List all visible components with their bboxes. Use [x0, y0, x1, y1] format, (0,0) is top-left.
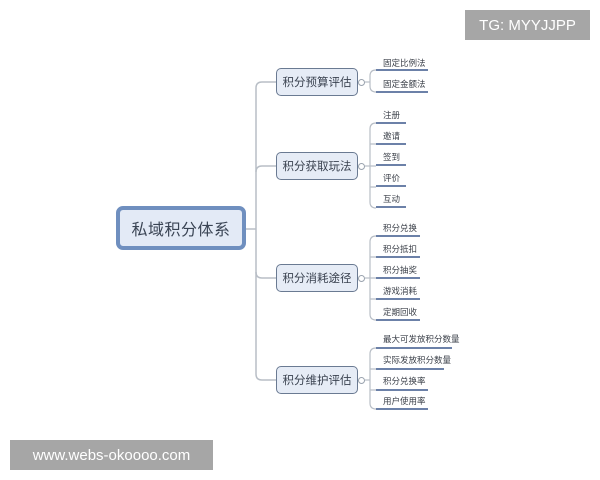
leaf-label: 积分抽奖 — [383, 266, 418, 276]
leaf-underline — [376, 91, 428, 93]
leaf-underline — [376, 69, 428, 71]
branch-node-earn[interactable]: 积分获取玩法 — [276, 152, 358, 180]
leaf-underline — [376, 298, 420, 300]
collapse-toggle-icon[interactable] — [358, 162, 365, 170]
leaf-label: 注册 — [383, 111, 401, 121]
leaf-label: 固定比例法 — [383, 59, 426, 69]
branch-node-consume[interactable]: 积分消耗途径 — [276, 264, 358, 292]
branch-label: 积分消耗途径 — [282, 271, 352, 285]
root-label: 私域积分体系 — [131, 220, 231, 239]
leaf-underline — [376, 389, 428, 391]
leaf-label: 用户使用率 — [383, 397, 426, 407]
branch-label: 积分获取玩法 — [282, 159, 352, 173]
collapse-toggle-icon[interactable] — [358, 78, 365, 86]
leaf-label: 评价 — [383, 174, 401, 184]
watermark-bottom-left: www.webs-okoooo.com — [10, 440, 213, 470]
leaf-label: 游戏消耗 — [383, 287, 418, 297]
leaf-label: 积分兑换率 — [383, 377, 426, 387]
branch-node-maintain[interactable]: 积分维护评估 — [276, 366, 358, 394]
branch-label: 积分预算评估 — [282, 75, 352, 89]
leaf-underline — [376, 347, 452, 349]
leaf-label: 固定金额法 — [383, 80, 426, 90]
leaf-label: 最大可发放积分数量 — [383, 335, 460, 345]
leaf-underline — [376, 185, 406, 187]
leaf-label: 邀请 — [383, 132, 401, 142]
leaf-underline — [376, 408, 428, 410]
collapse-toggle-icon[interactable] — [358, 376, 365, 384]
leaf-underline — [376, 368, 444, 370]
leaf-label: 实际发放积分数量 — [383, 356, 452, 366]
collapse-toggle-icon[interactable] — [358, 274, 365, 282]
leaf-label: 定期回收 — [383, 308, 418, 318]
leaf-label: 互动 — [383, 195, 401, 205]
branch-label: 积分维护评估 — [282, 373, 352, 387]
watermark-top-right: TG: MYYJJPP — [465, 10, 590, 40]
leaf-label: 积分兑换 — [383, 224, 418, 234]
leaf-underline — [376, 256, 420, 258]
leaf-label: 积分抵扣 — [383, 245, 418, 255]
root-node[interactable]: 私域积分体系 — [116, 206, 246, 250]
leaf-underline — [376, 277, 420, 279]
leaf-underline — [376, 235, 420, 237]
leaf-underline — [376, 319, 420, 321]
leaf-underline — [376, 122, 406, 124]
branch-node-budget[interactable]: 积分预算评估 — [276, 68, 358, 96]
leaf-underline — [376, 206, 406, 208]
leaf-underline — [376, 143, 406, 145]
leaf-label: 签到 — [383, 153, 401, 163]
leaf-underline — [376, 164, 406, 166]
